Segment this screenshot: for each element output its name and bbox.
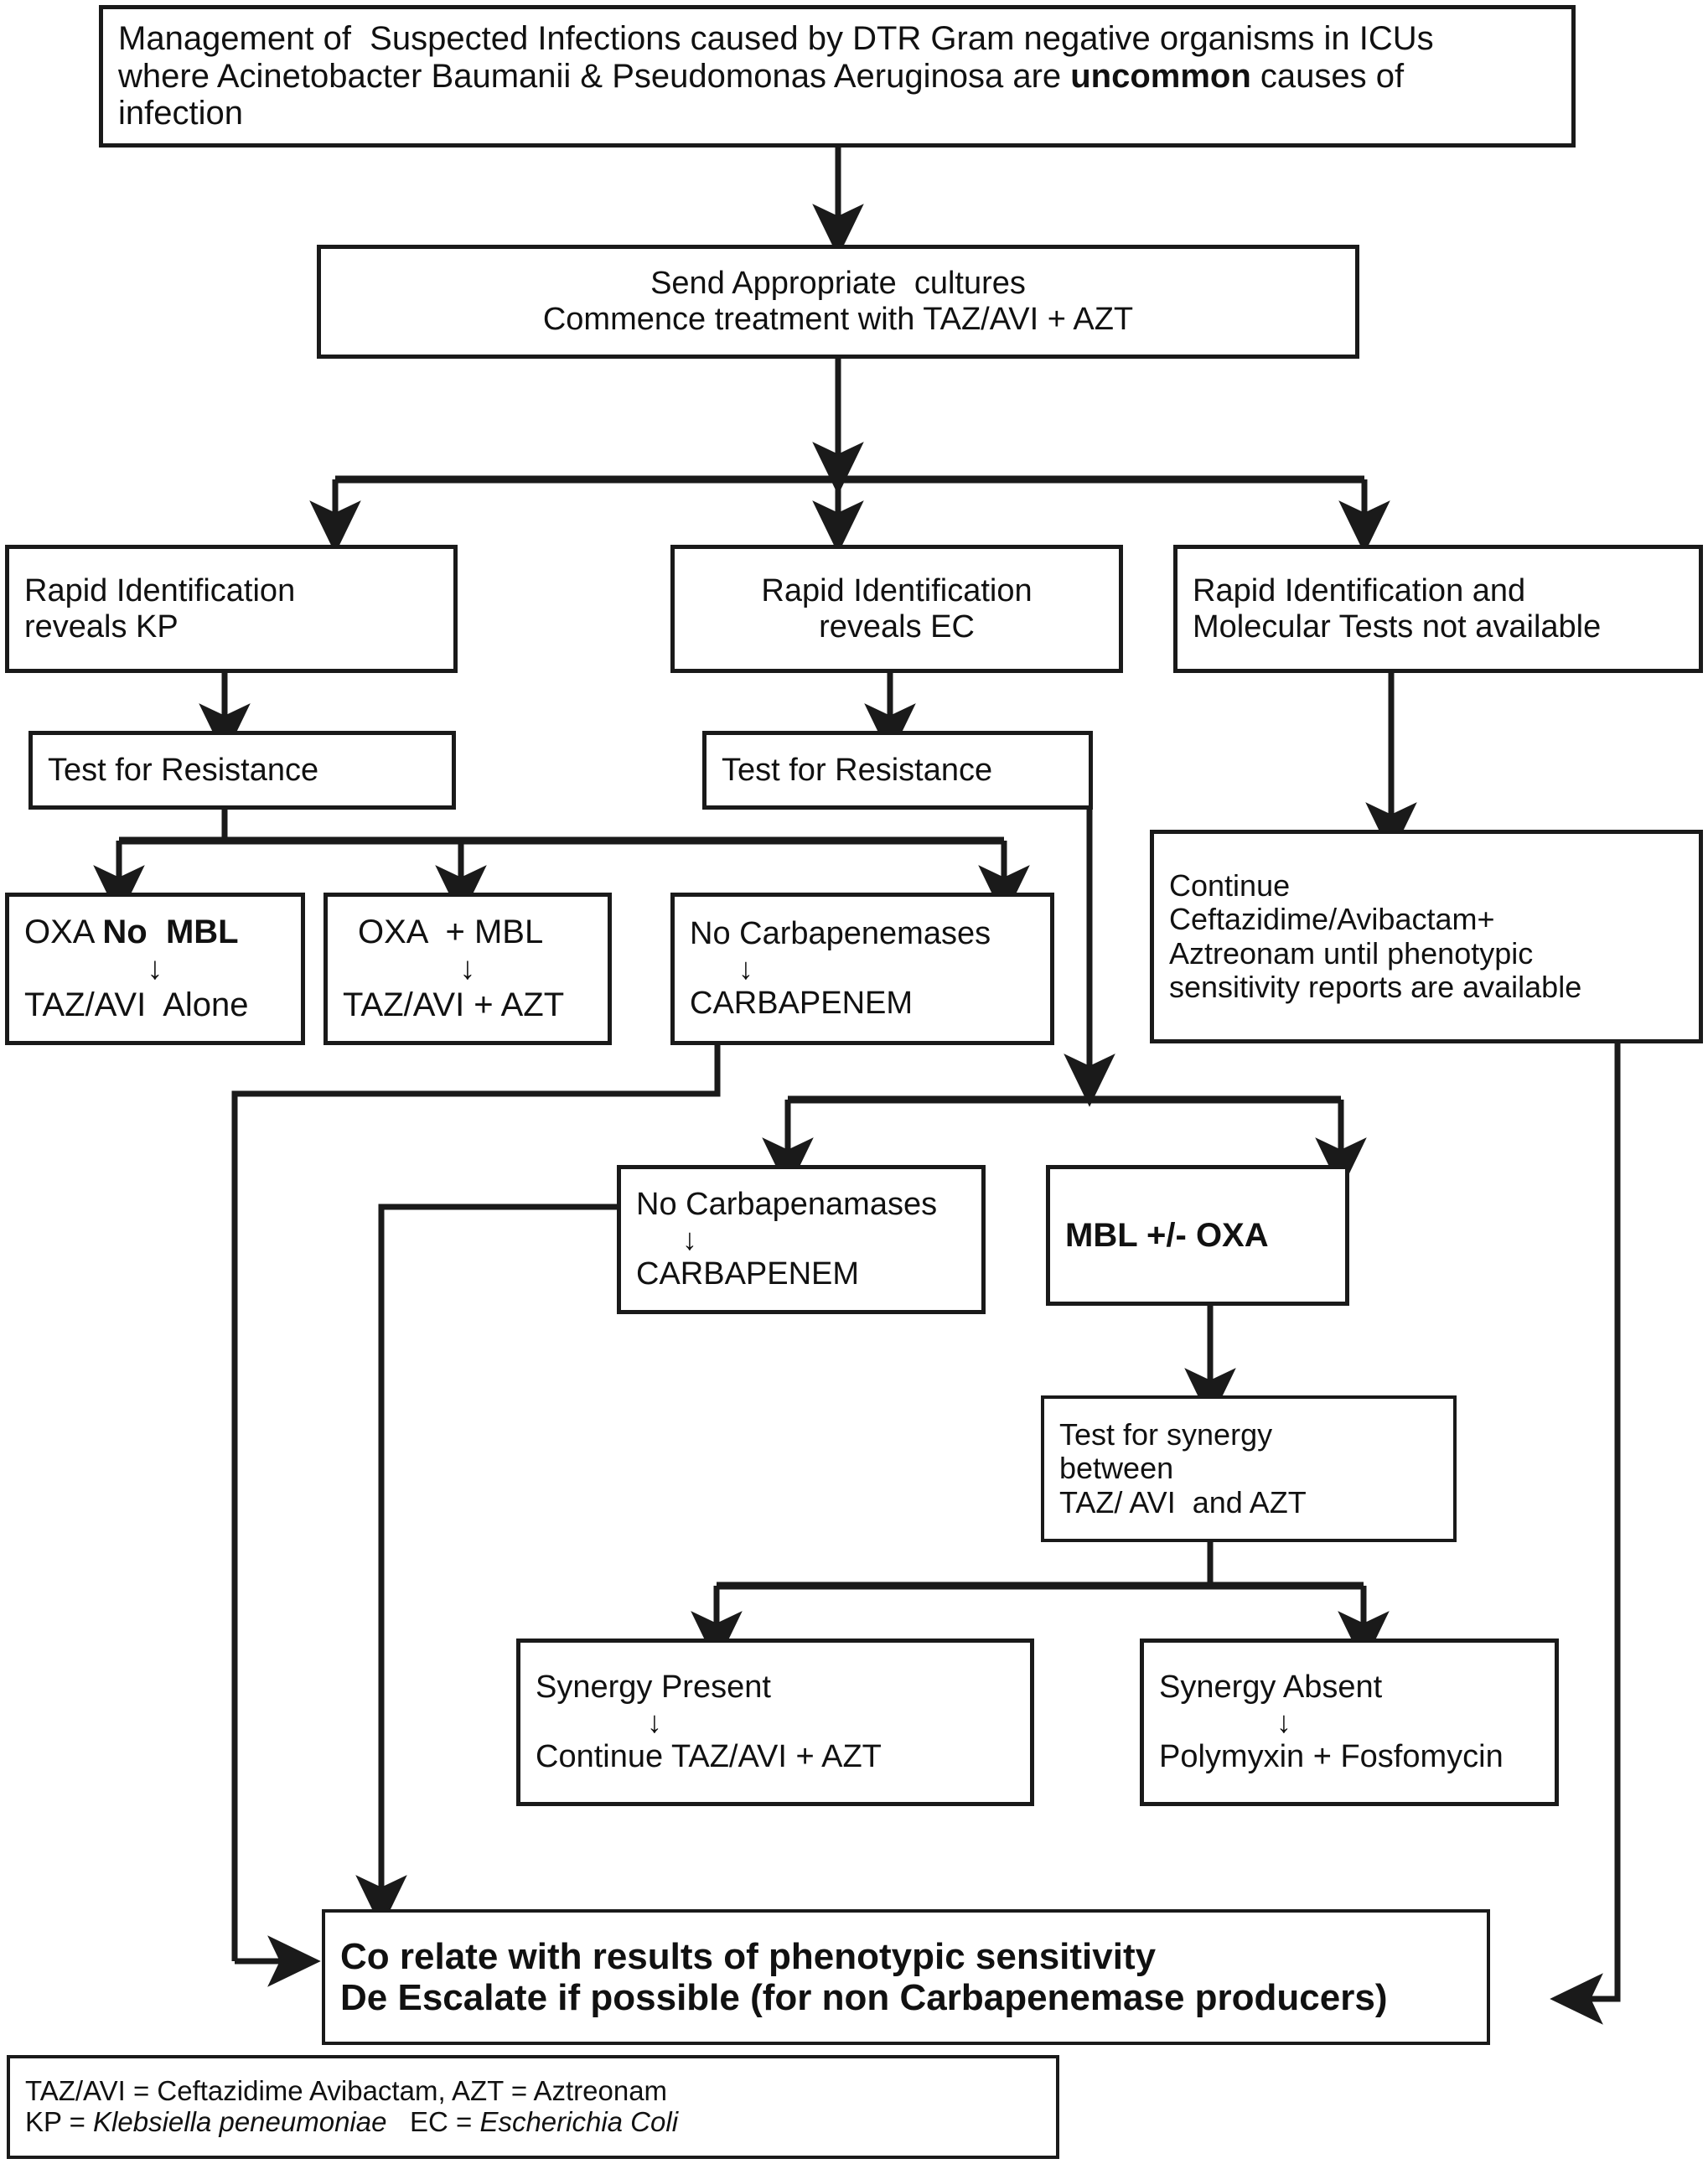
no-carb-ec-line-2: CARBAPENEM <box>636 1256 860 1292</box>
node-oxa-plus-mbl: OXA + MBL ↓ TAZ/AVI + AZT <box>323 893 612 1045</box>
oxa-plus-mbl-line-2: TAZ/AVI + AZT <box>343 986 565 1024</box>
legend-ec-species: Escherichia Coli <box>479 2106 679 2137</box>
node-send-cultures: Send Appropriate cultures Commence treat… <box>317 245 1359 359</box>
synergy-absent-line-2: Polymyxin + Fosfomycin <box>1159 1739 1504 1775</box>
title-line-2: where Acinetobacter Baumanii & Pseudomon… <box>118 58 1556 96</box>
synergy-present-line-1: Synergy Present <box>536 1670 771 1706</box>
node-test-synergy: Test for synergy between TAZ/ AVI and AZ… <box>1041 1395 1457 1542</box>
continue-line-4: sensitivity reports are available <box>1169 969 1582 1004</box>
oxa-no-mbl-arrow-icon: ↓ <box>147 950 163 986</box>
test-resistance-kp-label: Test for Resistance <box>48 752 319 788</box>
synergy-absent-arrow-icon: ↓ <box>1276 1704 1291 1739</box>
title-line-3: infection <box>118 95 243 132</box>
oxa-no-mbl-line-2: TAZ/AVI Alone <box>24 986 249 1024</box>
legend-kp-species: Klebsiella peneumoniae <box>93 2106 387 2137</box>
oxa-no-mbl-line-1: OXA No MBL <box>24 914 286 951</box>
node-no-carbapenamases-ec: No Carbapenamases ↓ CARBAPENEM <box>617 1165 986 1314</box>
rapid-ec-line-1: Rapid Identification <box>761 572 1033 608</box>
node-legend: TAZ/AVI = Ceftazidime Avibactam, AZT = A… <box>7 2055 1059 2159</box>
node-mbl-oxa: MBL +/- OXA <box>1046 1165 1349 1306</box>
node-test-resistance-ec: Test for Resistance <box>702 731 1093 810</box>
node-rapid-id-unavailable: Rapid Identification and Molecular Tests… <box>1173 545 1703 673</box>
no-carb-kp-arrow-icon: ↓ <box>738 950 753 986</box>
legend-line-1: TAZ/AVI = Ceftazidime Avibactam, AZT = A… <box>25 2075 668 2107</box>
node-continue-caz-avi: Continue Ceftazidime/Avibactam+ Aztreona… <box>1150 830 1703 1043</box>
title-line-2-b: causes of <box>1250 57 1405 95</box>
node-no-carbapenemases-kp: No Carbapenemases ↓ CARBAPENEM <box>670 893 1054 1045</box>
legend-kp-prefix: KP = <box>25 2106 94 2137</box>
node-test-resistance-kp: Test for Resistance <box>28 731 456 810</box>
synergy-absent-line-1: Synergy Absent <box>1159 1670 1383 1706</box>
oxa-plus-mbl-line-1: OXA + MBL <box>358 913 544 950</box>
node-rapid-id-kp: Rapid Identification reveals KP <box>5 545 458 673</box>
cultures-line-1: Send Appropriate cultures <box>650 266 1026 302</box>
test-synergy-line-3: TAZ/ AVI and AZT <box>1059 1484 1307 1519</box>
rapid-ec-line-2: reveals EC <box>819 608 975 645</box>
title-line-1: Management of Suspected Infections cause… <box>118 19 1434 57</box>
node-synergy-absent: Synergy Absent ↓ Polymyxin + Fosfomycin <box>1140 1639 1559 1806</box>
mbl-oxa-label: MBL +/- OXA <box>1065 1216 1269 1254</box>
legend-ec-prefix: EC = <box>386 2106 480 2137</box>
title-line-2-a: where Acinetobacter Baumanii & Pseudomon… <box>118 57 1071 95</box>
no-carb-kp-line-2: CARBAPENEM <box>690 986 914 1022</box>
node-correlate: Co relate with results of phenotypic sen… <box>322 1909 1490 2045</box>
oxa-plus-mbl-arrow-icon: ↓ <box>459 950 476 986</box>
node-oxa-no-mbl: OXA No MBL ↓ TAZ/AVI Alone <box>5 893 305 1045</box>
no-carb-kp-line-1: No Carbapenemases <box>690 916 991 952</box>
continue-line-3: Aztreonam until phenotypic <box>1169 935 1534 971</box>
rapid-kp-line-2: reveals KP <box>24 608 179 645</box>
test-synergy-line-2: between <box>1059 1451 1174 1486</box>
node-rapid-id-ec: Rapid Identification reveals EC <box>670 545 1123 673</box>
node-title: Management of Suspected Infections cause… <box>99 5 1576 148</box>
synergy-present-arrow-icon: ↓ <box>647 1704 662 1739</box>
node-synergy-present: Synergy Present ↓ Continue TAZ/AVI + AZT <box>516 1639 1034 1806</box>
legend-line-2: KP = Klebsiella peneumoniae EC = Escheri… <box>25 2106 1041 2138</box>
continue-line-1: Continue <box>1169 867 1291 903</box>
rapid-none-line-2: Molecular Tests not available <box>1193 608 1602 645</box>
no-carb-ec-arrow-icon: ↓ <box>682 1221 697 1256</box>
test-resistance-ec-label: Test for Resistance <box>722 752 993 788</box>
continue-line-2: Ceftazidime/Avibactam+ <box>1169 902 1495 937</box>
test-synergy-line-1: Test for synergy <box>1059 1417 1273 1452</box>
cultures-line-2: Commence treatment with TAZ/AVI + AZT <box>542 302 1134 337</box>
oxa-no-mbl-emphasis: No MBL <box>102 913 239 950</box>
synergy-present-line-2: Continue TAZ/AVI + AZT <box>536 1739 882 1775</box>
title-uncommon: uncommon <box>1070 57 1251 95</box>
no-carb-ec-line-1: No Carbapenamases <box>636 1187 938 1223</box>
oxa-no-mbl-prefix: OXA <box>24 913 103 950</box>
correlate-line-1: Co relate with results of phenotypic sen… <box>340 1935 1157 1977</box>
correlate-line-2: De Escalate if possible (for non Carbape… <box>340 1977 1388 2018</box>
rapid-kp-line-1: Rapid Identification <box>24 572 296 608</box>
rapid-none-line-1: Rapid Identification and <box>1193 572 1526 608</box>
